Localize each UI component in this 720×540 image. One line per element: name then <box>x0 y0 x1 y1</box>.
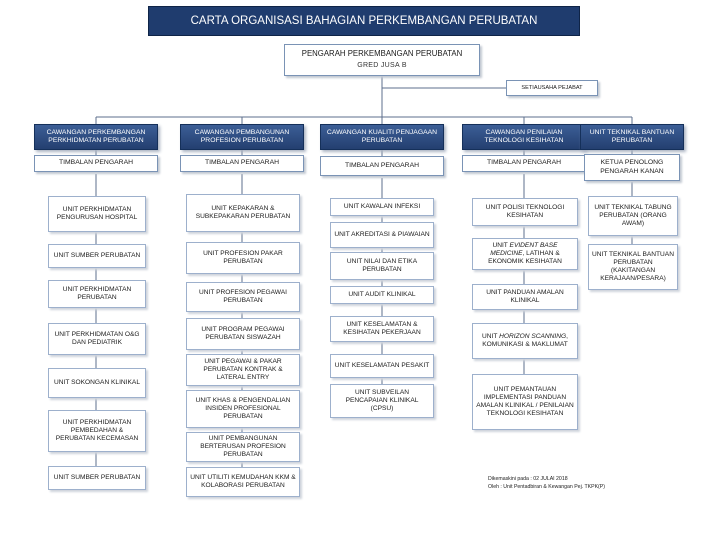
unit-box: UNIT PROFESION PAKAR PERUBATAN <box>186 242 300 274</box>
unit-box: UNIT KESELAMATAN PESAKIT <box>330 354 434 378</box>
unit-box: UNIT KAWALAN INFEKSI <box>330 198 434 216</box>
unit-box: UNIT KHAS & PENGENDALIAN INSIDEN PROFESI… <box>186 390 300 428</box>
unit-box: UNIT PANDUAN AMALAN KLINIKAL <box>472 284 578 310</box>
unit-box: UNIT PROGRAM PEGAWAI PERUBATAN SISWAZAH <box>186 318 300 350</box>
unit-box: UNIT KESELAMATAN & KESIHATAN PEKERJAAN <box>330 316 434 342</box>
unit-box: UNIT AUDIT KLINIKAL <box>330 286 434 304</box>
head-director-title: PENGARAH PERKEMBANGAN PERUBATAN <box>301 49 463 59</box>
secretary-box: SETIAUSAHA PEJABAT <box>506 80 598 96</box>
head-director-grade: GRED JUSA B <box>357 61 407 69</box>
unit-label: UNIT PEMANTAUAN IMPLEMENTASI PANDUAN AMA… <box>476 385 574 418</box>
unit-box: UNIT HORIZON SCANNING, KOMUNIKASI & MAKL… <box>472 323 578 359</box>
unit-box: UNIT SUMBER PERUBATAN <box>48 466 146 490</box>
unit-box: UNIT TEKNIKAL BANTUAN PERUBATAN (KAKITAN… <box>588 244 678 290</box>
unit-box: UNIT SUMBER PERUBATAN <box>48 244 146 268</box>
unit-box: UNIT PEGAWAI & PAKAR PERUBATAN KONTRAK &… <box>186 354 300 386</box>
unit-box: UNIT SOKONGAN KLINIKAL <box>48 368 146 398</box>
deputy-director-box: TIMBALAN PENGARAH <box>180 155 304 172</box>
unit-box: UNIT AKREDITASI & PIAWAIAN <box>330 222 434 248</box>
head-director-box: PENGARAH PERKEMBANGAN PERUBATAN GRED JUS… <box>284 44 480 76</box>
unit-box: UNIT PERKHIDMATAN PEMBEDAHAN & PERUBATAN… <box>48 410 146 452</box>
chart-title: CARTA ORGANISASI BAHAGIAN PERKEMBANGAN P… <box>148 6 580 36</box>
update-note-author: Oleh : Unit Pentadbiran & Kewangan Pej. … <box>488 484 605 490</box>
unit-box: UNIT PERKHIDMATAN PERUBATAN <box>48 280 146 308</box>
deputy-director-box: KETUA PENOLONG PENGARAH KANAN <box>584 154 680 181</box>
unit-label: UNIT HORIZON SCANNING, KOMUNIKASI & MAKL… <box>482 332 568 348</box>
division-header: UNIT TEKNIKAL BANTUAN PERUBATAN <box>580 124 684 150</box>
unit-label: UNIT PANDUAN AMALAN KLINIKAL <box>486 288 564 304</box>
unit-box: UNIT PEMANTAUAN IMPLEMENTASI PANDUAN AMA… <box>472 374 578 430</box>
unit-box: UNIT PROFESION PEGAWAI PERUBATAN <box>186 282 300 312</box>
update-note-date: Dikemaskini pada : 02 JULAI 2018 <box>488 476 568 482</box>
unit-box: UNIT SUBVEILAN PENCAPAIAN KLINIKAL (CPSU… <box>330 384 434 418</box>
deputy-director-box: TIMBALAN PENGARAH <box>34 155 158 172</box>
division-header: CAWANGAN PERKEMBANGAN PERKHIDMATAN PERUB… <box>34 124 158 150</box>
division-header: CAWANGAN PENILAIAN TEKNOLOGI KESIHATAN <box>462 124 586 150</box>
division-header: CAWANGAN KUALITI PENJAGAAN PERUBATAN <box>320 124 444 150</box>
unit-box: UNIT EVIDENT BASE MEDICINE, LATIHAN & EK… <box>472 238 578 270</box>
unit-box: UNIT TEKNIKAL TABUNG PERUBATAN (ORANG AW… <box>588 196 678 236</box>
unit-box: UNIT UTILITI KEMUDAHAN KKM & KOLABORASI … <box>186 467 300 497</box>
unit-box: UNIT PERKHIDMATAN PENGURUSAN HOSPITAL <box>48 196 146 232</box>
unit-label: UNIT EVIDENT BASE MEDICINE, LATIHAN & EK… <box>488 241 562 266</box>
unit-label: UNIT POLISI TEKNOLOGI KESIHATAN <box>485 203 565 219</box>
unit-box: UNIT KEPAKARAN & SUBKEPAKARAN PERUBATAN <box>186 194 300 232</box>
unit-box: UNIT PERKHIDMATAN O&G DAN PEDIATRIK <box>48 323 146 355</box>
unit-box: UNIT PEMBANGUNAN BERTERUSAN PROFESION PE… <box>186 432 300 462</box>
unit-box: UNIT POLISI TEKNOLOGI KESIHATAN <box>472 198 578 226</box>
unit-box: UNIT NILAI DAN ETIKA PERUBATAN <box>330 252 434 280</box>
deputy-director-box: TIMBALAN PENGARAH <box>462 155 586 172</box>
deputy-director-box: TIMBALAN PENGARAH <box>320 156 444 176</box>
division-header: CAWANGAN PEMBANGUNAN PROFESION PERUBATAN <box>180 124 304 150</box>
